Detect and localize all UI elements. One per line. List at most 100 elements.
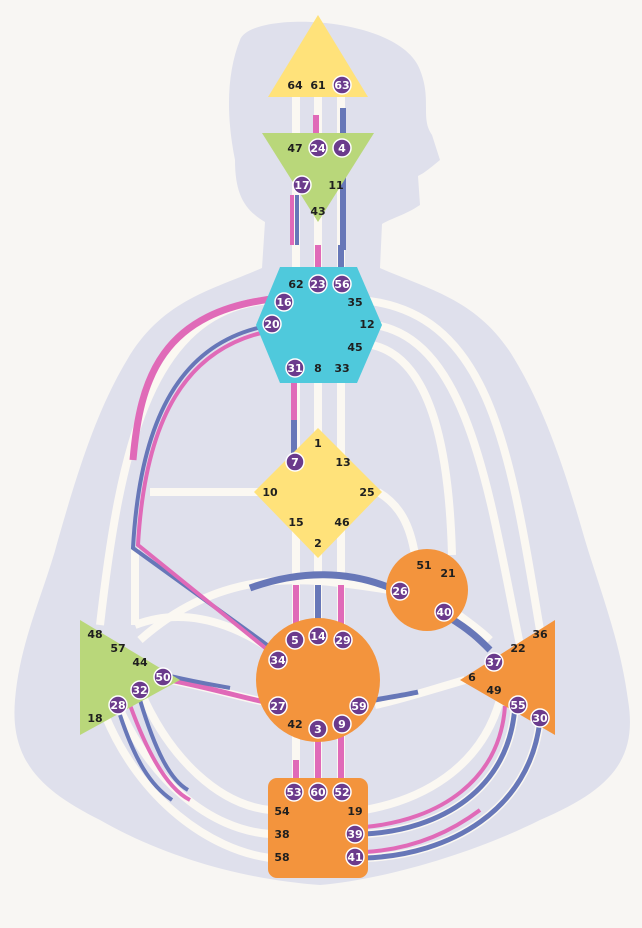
gate-61[interactable]: 61: [310, 79, 325, 92]
gate-badge: [308, 782, 328, 802]
center-solar-plexus[interactable]: [460, 620, 555, 735]
gate-44[interactable]: 44: [132, 656, 148, 669]
gate-34[interactable]: 34: [268, 650, 288, 670]
gate-number: 23: [310, 278, 325, 291]
gate-54[interactable]: 54: [274, 805, 290, 818]
gate-8[interactable]: 8: [314, 362, 322, 375]
gate-63[interactable]: 63: [332, 75, 352, 95]
gate-33[interactable]: 33: [334, 362, 349, 375]
gate-43[interactable]: 43: [310, 205, 325, 218]
gate-24[interactable]: 24: [308, 138, 328, 158]
gate-53[interactable]: 53: [284, 782, 304, 802]
gate-28[interactable]: 28: [108, 695, 128, 715]
gate-number: 32: [132, 684, 147, 697]
gate-number: 51: [416, 559, 431, 572]
gate-55[interactable]: 55: [508, 695, 528, 715]
gate-36[interactable]: 36: [532, 628, 548, 641]
gate-2[interactable]: 2: [314, 537, 322, 550]
channel-active-59: [374, 689, 419, 703]
gate-19[interactable]: 19: [347, 805, 362, 818]
gate-10[interactable]: 10: [262, 486, 278, 499]
gate-6[interactable]: 6: [468, 671, 476, 684]
gate-38[interactable]: 38: [274, 828, 289, 841]
gate-5[interactable]: 5: [285, 630, 305, 650]
gate-22[interactable]: 22: [510, 642, 525, 655]
gate-56[interactable]: 56: [332, 274, 352, 294]
gate-37[interactable]: 37: [484, 652, 504, 672]
gate-35[interactable]: 35: [347, 296, 362, 309]
gate-27[interactable]: 27: [268, 696, 288, 716]
gate-badge: [274, 292, 294, 312]
gate-60[interactable]: 60: [308, 782, 328, 802]
channel-12-22: [374, 321, 524, 646]
gate-29[interactable]: 29: [333, 630, 353, 650]
gate-number: 10: [262, 486, 278, 499]
gate-51[interactable]: 51: [416, 559, 431, 572]
channel-active-50-27b: [169, 674, 231, 690]
center-spleen[interactable]: [80, 620, 180, 735]
gate-badge: [268, 650, 288, 670]
gate-49[interactable]: 49: [486, 684, 501, 697]
gate-16[interactable]: 16: [274, 292, 294, 312]
gate-number: 15: [288, 516, 303, 529]
gate-number: 21: [440, 567, 455, 580]
gate-13[interactable]: 13: [335, 456, 350, 469]
gate-number: 16: [276, 296, 292, 309]
gate-number: 50: [155, 671, 171, 684]
gate-number: 56: [334, 278, 350, 291]
gate-1[interactable]: 1: [314, 437, 322, 450]
gate-11[interactable]: 11: [328, 179, 343, 192]
gate-62[interactable]: 62: [288, 278, 303, 291]
gate-20[interactable]: 20: [262, 314, 282, 334]
gate-number: 52: [334, 786, 349, 799]
gate-badge: [285, 452, 305, 472]
channel-active-26-44: [248, 571, 397, 594]
gate-48[interactable]: 48: [87, 628, 102, 641]
gate-30[interactable]: 30: [530, 708, 550, 728]
channel-active-55-39b: [364, 705, 507, 829]
gate-47[interactable]: 47: [287, 142, 302, 155]
gate-59[interactable]: 59: [349, 696, 369, 716]
gate-12[interactable]: 12: [359, 318, 374, 331]
gate-32[interactable]: 32: [130, 680, 150, 700]
gate-31[interactable]: 31: [285, 358, 305, 378]
gate-badge: [308, 626, 328, 646]
channel-active-30-41b: [364, 808, 482, 854]
gate-number: 22: [510, 642, 525, 655]
gate-4[interactable]: 4: [332, 138, 352, 158]
gate-39[interactable]: 39: [345, 824, 365, 844]
gate-64[interactable]: 64: [287, 79, 303, 92]
gate-57[interactable]: 57: [110, 642, 125, 655]
gate-badge: [332, 274, 352, 294]
gate-23[interactable]: 23: [308, 274, 328, 294]
gate-9[interactable]: 9: [332, 714, 352, 734]
gate-40[interactable]: 40: [434, 602, 454, 622]
gate-18[interactable]: 18: [87, 712, 102, 725]
gate-15[interactable]: 15: [288, 516, 303, 529]
gate-3[interactable]: 3: [308, 719, 328, 739]
gate-26[interactable]: 26: [390, 581, 410, 601]
gate-7[interactable]: 7: [285, 452, 305, 472]
gate-badge: [268, 696, 288, 716]
gate-42[interactable]: 42: [287, 718, 302, 731]
gate-21[interactable]: 21: [440, 567, 455, 580]
gate-41[interactable]: 41: [345, 847, 365, 867]
gate-58[interactable]: 58: [274, 851, 289, 864]
gate-25[interactable]: 25: [359, 486, 374, 499]
gate-46[interactable]: 46: [334, 516, 350, 529]
channel-active-28: [118, 714, 174, 802]
gate-number: 42: [287, 718, 302, 731]
gate-number: 62: [288, 278, 303, 291]
gate-17[interactable]: 17: [292, 175, 312, 195]
gate-number: 27: [270, 700, 285, 713]
gate-52[interactable]: 52: [332, 782, 352, 802]
center-root[interactable]: [268, 778, 368, 878]
gate-50[interactable]: 50: [153, 667, 173, 687]
gate-45[interactable]: 45: [347, 341, 362, 354]
gate-badge: [345, 847, 365, 867]
gate-number: 60: [310, 786, 326, 799]
gate-badge: [508, 695, 528, 715]
center-sacral[interactable]: [256, 618, 380, 742]
gate-14[interactable]: 14: [308, 626, 328, 646]
